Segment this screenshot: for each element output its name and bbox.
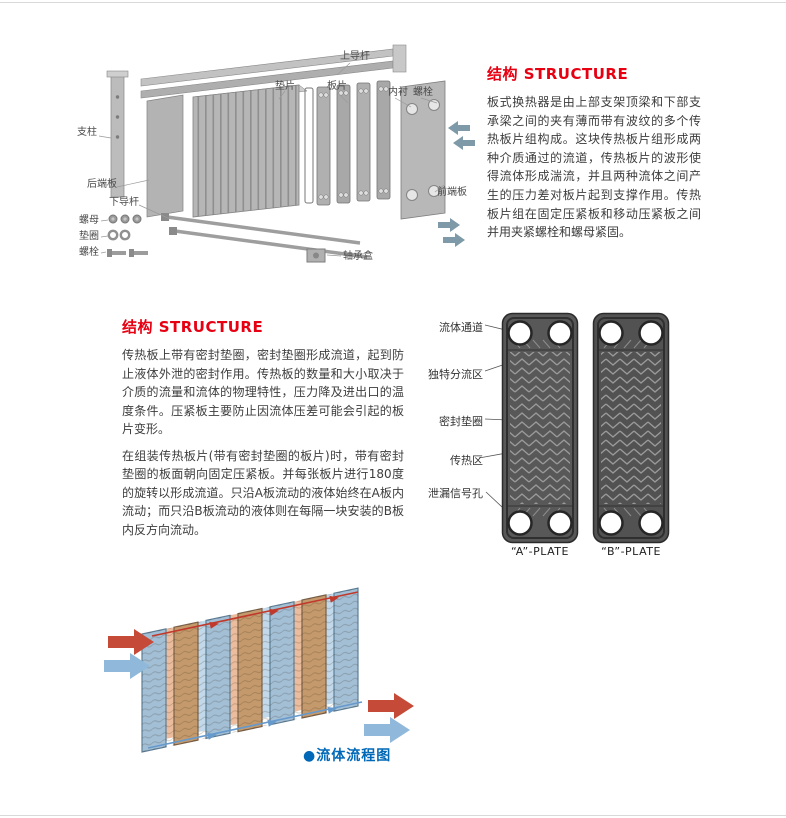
exploded-diagram: 上导杆 垫片 板片 内衬 螺栓 支柱 后端板 下导杆 螺母 垫圈 螺栓 轴承盒 … — [55, 25, 475, 295]
flow-diagram-image — [104, 587, 414, 753]
label-washer: 垫圈 — [79, 229, 99, 242]
label-bearing-box: 轴承盒 — [343, 249, 373, 262]
structure-section-middle: 结构 STRUCTURE 传热板上带有密封垫圈，密封垫圈形成流道，起到防止液体外… — [122, 316, 404, 547]
cold-inlet-arrow — [104, 653, 150, 679]
page-bottom-edge — [0, 815, 786, 816]
structure-heading-top: 结构 STRUCTURE — [487, 65, 629, 83]
label-bolt-bottom: 螺栓 — [79, 245, 99, 258]
plate-figure: 流体通道 独特分流区 密封垫圈 传热区 泄漏信号孔 — [425, 308, 687, 568]
flow-diagram — [100, 572, 430, 767]
page-top-edge — [0, 2, 786, 3]
label-column: 支柱 — [77, 125, 97, 138]
structure-para-2: 在组装传热板片(带有密封垫圈的板片)时，带有密封垫圈的板面朝向固定压紧板。并每张… — [122, 448, 404, 537]
structure-section-top: 结构 STRUCTURE 板式换热器是由上部支架顶梁和下部支承梁之间的夹有薄而带… — [487, 63, 701, 242]
structure-heading-middle: 结构 STRUCTURE — [122, 318, 264, 336]
flow-caption: ●流体流程图 — [303, 748, 392, 764]
label-plate: 板片 — [327, 79, 347, 92]
b-plate-image — [592, 312, 670, 544]
label-bolt-top: 螺栓 — [413, 85, 433, 98]
b-plate-label: “B”-PLATE — [601, 545, 661, 558]
structure-body-top: 板式换热器是由上部支架顶梁和下部支承梁之间的夹有薄而带有波纹的多个传热板片组构成… — [487, 95, 701, 240]
label-lower-guide-rod: 下导杆 — [109, 196, 139, 208]
label-front-end-plate: 前端板 — [437, 185, 467, 198]
a-plate-label: “A”-PLATE — [511, 545, 569, 558]
label-rear-end-plate: 后端板 — [87, 177, 117, 190]
exploded-diagram-image: 上导杆 垫片 板片 内衬 螺栓 支柱 后端板 下导杆 螺母 垫圈 螺栓 轴承盒 … — [77, 44, 475, 263]
label-nut: 螺母 — [79, 214, 99, 226]
label-liner: 内衬 — [388, 85, 408, 98]
callout-heat-transfer-zone: 传热区 — [450, 454, 483, 467]
label-gasket: 垫片 — [275, 79, 295, 92]
flow-arrows — [438, 121, 475, 247]
cold-outlet-arrow — [364, 717, 410, 743]
callout-fluid-channel: 流体通道 — [439, 321, 483, 334]
callout-sealing-gasket: 密封垫圈 — [439, 415, 483, 428]
leader-lines — [98, 62, 445, 257]
structure-para-1: 传热板上带有密封垫圈，密封垫圈形成流道，起到防止液体外泄的密封作用。传热板的数量… — [122, 348, 404, 436]
a-plate-image — [501, 312, 579, 544]
label-top-guide-rod: 上导杆 — [340, 50, 370, 62]
hot-inlet-arrow — [108, 629, 154, 655]
callout-leak-signal-hole: 泄漏信号孔 — [428, 487, 483, 500]
hot-outlet-arrow — [368, 693, 414, 719]
callout-distribution-zone: 独特分流区 — [428, 368, 483, 381]
